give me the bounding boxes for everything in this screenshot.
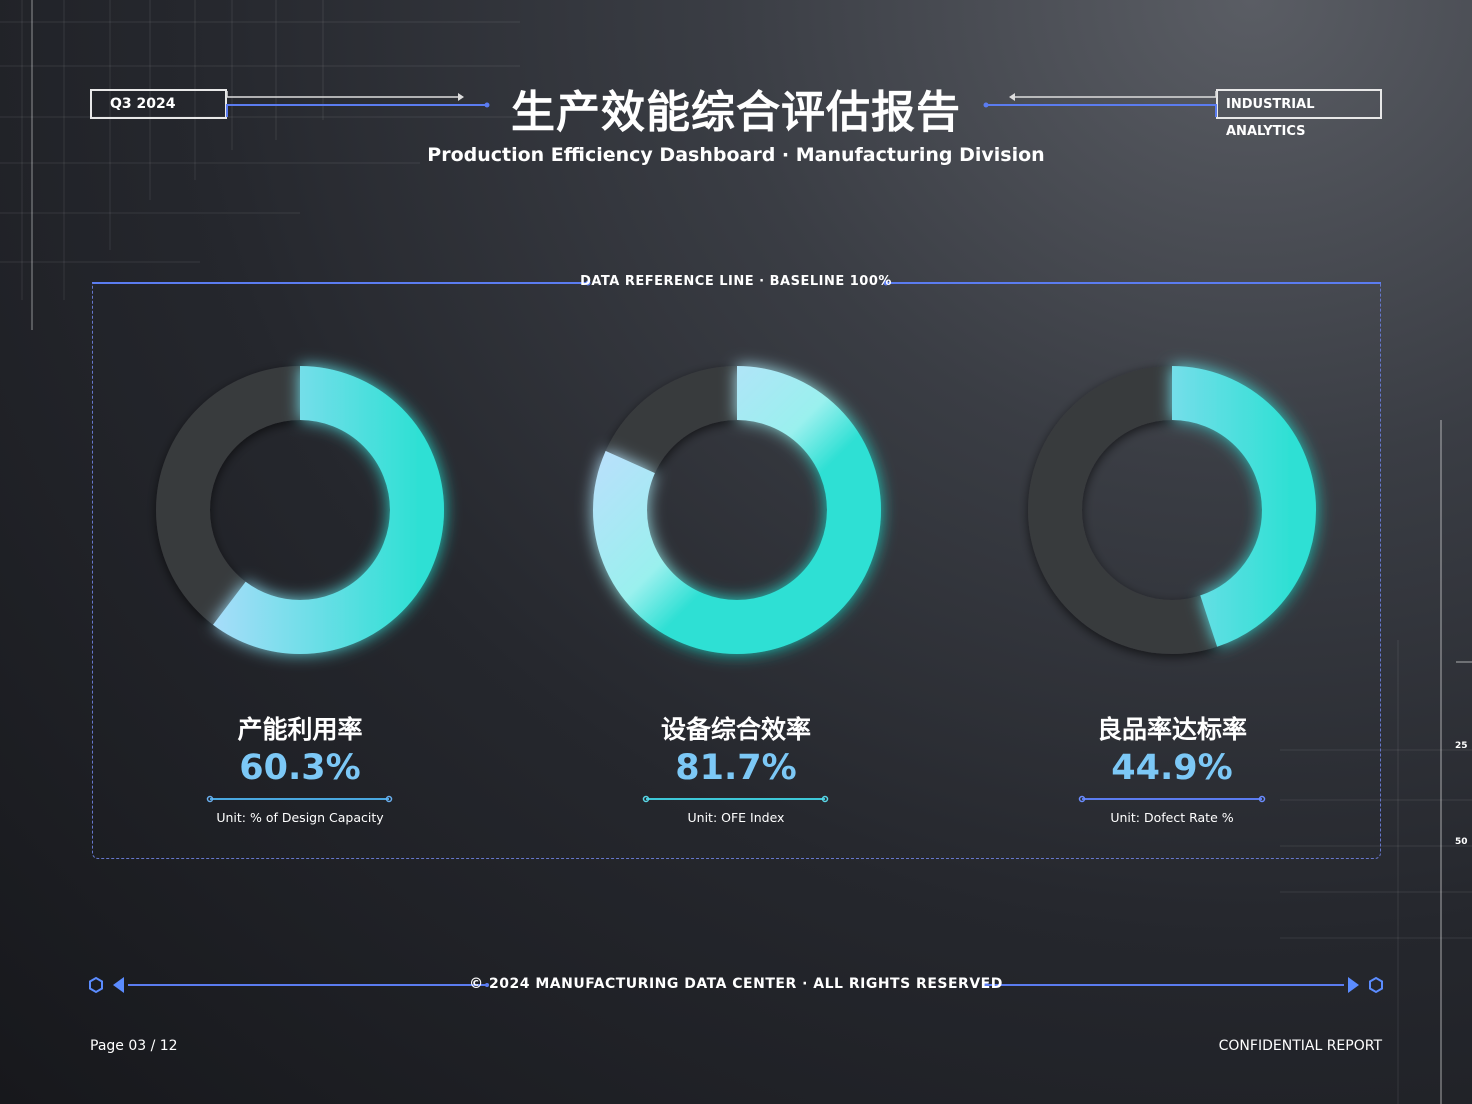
- side-axis-tick: 25: [1455, 741, 1468, 751]
- triangle-right-icon: [1348, 977, 1359, 993]
- donut-value-arc: [1028, 366, 1316, 654]
- donut-value-arc: [593, 366, 881, 654]
- reference-line-label: DATA REFERENCE LINE · BASELINE 100%: [580, 274, 892, 289]
- donut-value-arc: [156, 366, 444, 654]
- page-subtitle: Production Efficiency Dashboard · Manufa…: [427, 144, 1045, 166]
- triangle-left-icon: [113, 977, 124, 993]
- header-connector-lines: [92, 91, 1381, 286]
- confidential-label: CONFIDENTIAL REPORT: [1218, 1038, 1382, 1054]
- footer-lines: [89, 976, 1383, 994]
- side-axis-tick: 50: [1455, 837, 1468, 847]
- kpi-name: 产能利用率: [237, 715, 363, 744]
- hexagon-icon: [1369, 976, 1383, 994]
- kpi-unit: Unit: Dofect Rate %: [1110, 810, 1234, 825]
- kpi-name: 设备综合效率: [660, 715, 811, 744]
- kpi-unit: Unit: OFE Index: [687, 810, 785, 825]
- kpi-capacity-utilization: 产能利用率 60.3% Unit: % of Design Capacity: [150, 710, 450, 825]
- kpi-value: 81.7%: [675, 748, 797, 788]
- page-title: 生产效能综合评估报告: [511, 87, 961, 138]
- kpi-yield-rate: 良品率达标率 44.9% Unit: Dofect Rate %: [1022, 710, 1322, 825]
- kpi-unit: Unit: % of Design Capacity: [216, 810, 384, 825]
- kpi-name: 良品率达标率: [1096, 715, 1247, 744]
- kpi-underlines: [206, 795, 1266, 803]
- kpi-value: 44.9%: [1111, 748, 1233, 788]
- kpi-oee: 设备综合效率 81.7% Unit: OFE Index: [586, 710, 886, 825]
- kpi-panel: [92, 283, 1381, 859]
- hexagon-icon: [89, 976, 103, 994]
- page-number: Page 03 / 12: [90, 1038, 178, 1054]
- kpi-value: 60.3%: [239, 748, 361, 788]
- copyright: © 2024 MANUFACTURING DATA CENTER · ALL R…: [469, 976, 1003, 992]
- industrial-analytics-tag: INDUSTRIAL ANALYTICS: [1216, 89, 1382, 139]
